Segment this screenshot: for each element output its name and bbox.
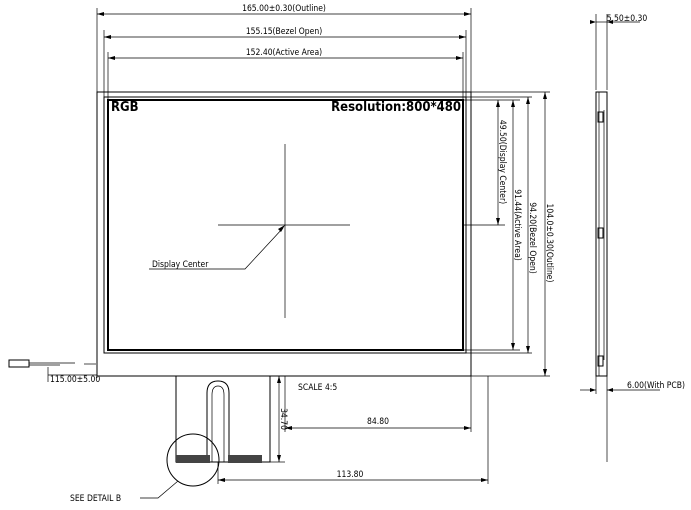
bezel-height-dim: 94.20(Bezel Open) bbox=[527, 202, 537, 274]
bezel-width-dim: 155.15(Bezel Open) bbox=[246, 27, 322, 37]
thickness-dim: 5.50±0.30 bbox=[607, 14, 648, 24]
fpc-contacts-left bbox=[176, 455, 210, 463]
fpc-total-dim: 113.80 bbox=[337, 470, 364, 480]
fpc-offset-dim: 84.80 bbox=[367, 417, 389, 427]
display-center-v-dim: 49.50(Display Center) bbox=[497, 120, 507, 204]
detail-b-circle bbox=[166, 433, 220, 487]
left-cable: 115.00±5.00 bbox=[8, 359, 100, 385]
thickness-pcb-dim: 6.00(With PCB) bbox=[627, 381, 685, 391]
active-height-dim: 91.44(Active Area) bbox=[512, 189, 522, 261]
module-outline bbox=[96, 91, 472, 377]
display-center-label: Display Center bbox=[152, 260, 209, 270]
active-width-dim: 152.40(Active Area) bbox=[246, 48, 322, 58]
scale-note: SCALE 4:5 bbox=[298, 383, 337, 393]
fpc-tail: 34.70 84.80 113.80 bbox=[166, 375, 489, 487]
side-view: 5.50±0.30 6.00(With PCB) bbox=[580, 14, 685, 462]
outline-height-dim: 104.0±0.30(Outline) bbox=[544, 204, 554, 283]
top-dimensions: 165.00±0.30(Outline) 155.15(Bezel Open) … bbox=[96, 4, 472, 100]
outline-width-dim: 165.00±0.30(Outline) bbox=[242, 4, 326, 14]
rgb-label: RGB bbox=[111, 100, 139, 115]
side-body bbox=[595, 91, 608, 377]
front-view: RGB Resolution:800*480 Display Center bbox=[96, 91, 472, 377]
display-center-arrowhead bbox=[278, 225, 285, 232]
fpc-contacts-right bbox=[228, 455, 262, 463]
right-dimensions: 49.50(Display Center) 91.44(Active Area)… bbox=[463, 91, 554, 377]
cable-length-dim: 115.00±5.00 bbox=[50, 375, 100, 385]
resolution-label: Resolution:800*480 bbox=[331, 100, 461, 115]
see-detail-note: SEE DETAIL B bbox=[70, 494, 121, 504]
display-center-leader bbox=[149, 227, 284, 270]
fpc-height-dim: 34.70 bbox=[278, 408, 288, 430]
see-detail-leader bbox=[140, 480, 179, 499]
